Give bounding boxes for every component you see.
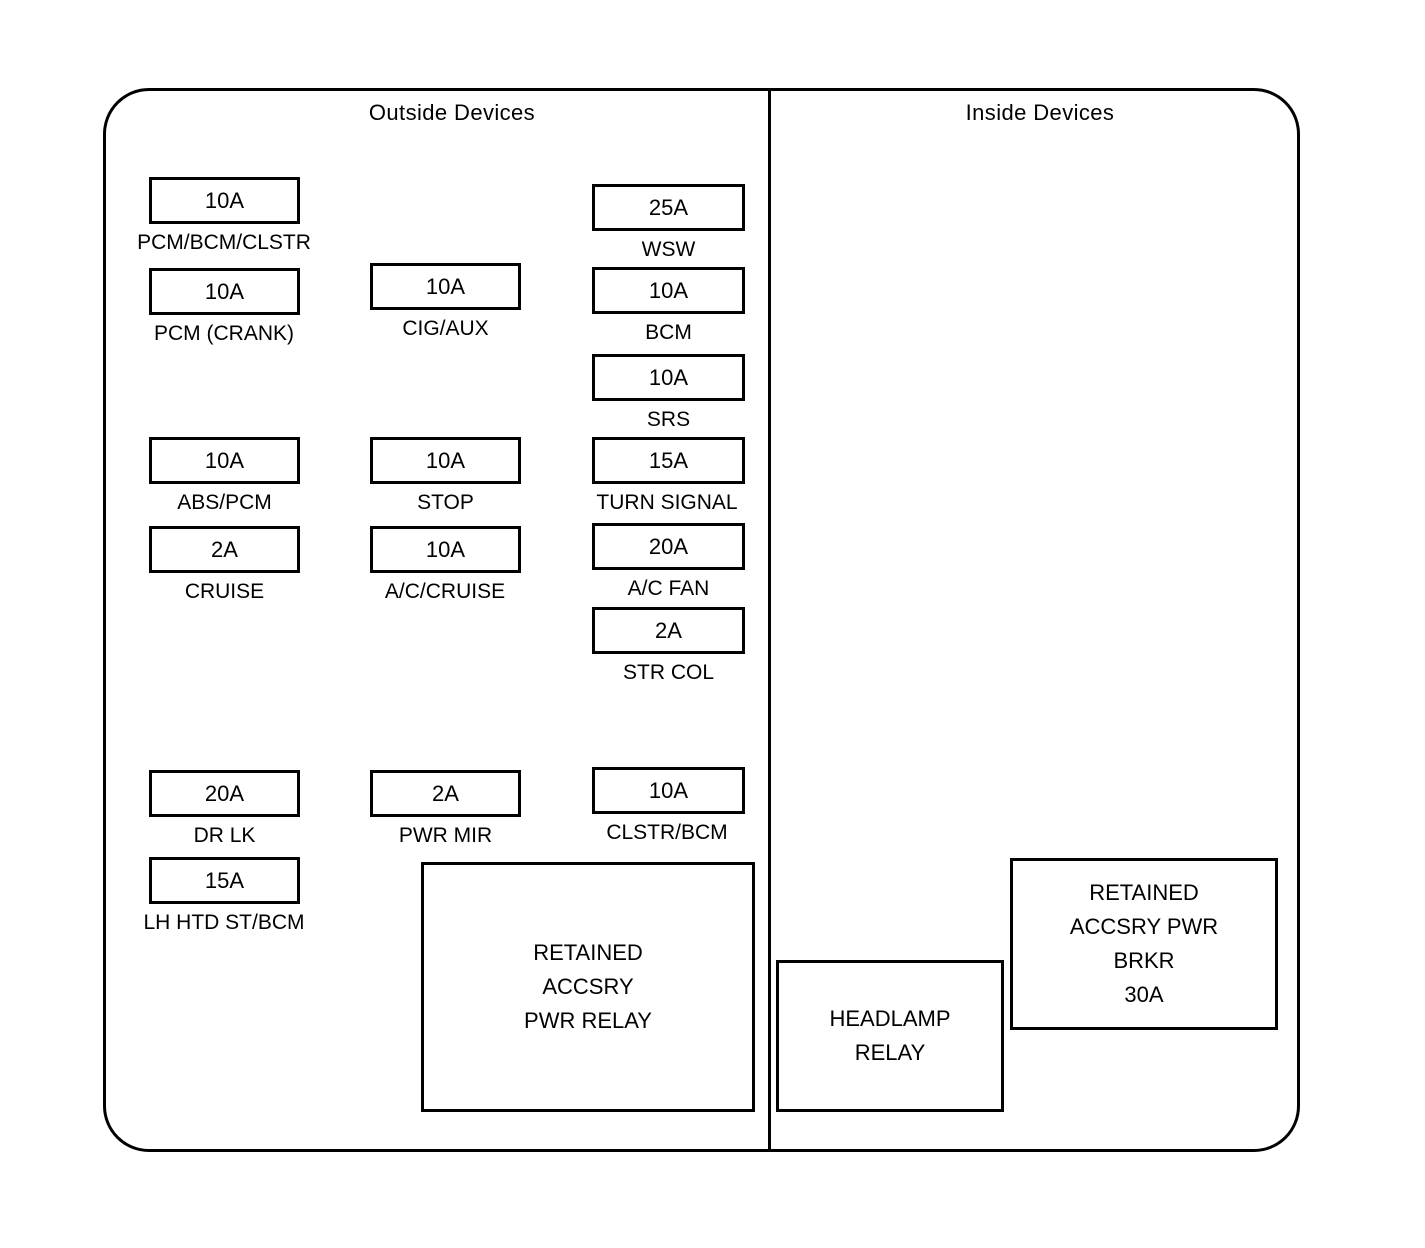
fuse-stop[interactable]: 10A STOP (370, 437, 521, 513)
fuse-label: PCM (CRANK) (154, 322, 294, 345)
fuse-rating: 15A (149, 857, 300, 904)
breaker-line-3: BRKR (1113, 948, 1175, 973)
fuse-rating: 10A (370, 437, 521, 484)
fuse-pcm-crank[interactable]: 10A PCM (CRANK) (149, 268, 339, 344)
fuse-rating: 10A (370, 263, 521, 310)
fuse-label: BCM (645, 321, 692, 344)
breaker-line-1: RETAINED (1089, 879, 1199, 905)
fuse-label: TURN SIGNAL (596, 491, 738, 514)
fuse-rating: 20A (149, 770, 300, 817)
fuse-label: CIG/AUX (402, 317, 489, 340)
fuse-rating: 10A (149, 437, 300, 484)
fuse-pcm-bcm-clstr[interactable]: 10A PCM/BCM/CLSTR (137, 177, 339, 253)
retained-accessory-power-breaker[interactable]: RETAINED ACCSRY PWR BRKR 30A (1010, 858, 1278, 1030)
headlamp-relay-line-2: RELAY (854, 1040, 926, 1065)
relay-line-1: RETAINED (533, 939, 643, 965)
headlamp-relay[interactable]: HEADLAMP RELAY (776, 960, 1004, 1112)
fuse-ac-fan[interactable]: 20A A/C FAN (592, 523, 745, 599)
fuse-label: ABS/PCM (177, 491, 272, 514)
fuse-rating: 2A (592, 607, 745, 654)
headlamp-relay-line-1: HEADLAMP (829, 1005, 951, 1031)
fuse-label: STR COL (622, 661, 714, 684)
fuse-label: A/C FAN (627, 577, 710, 600)
breaker-rating: 30A (1124, 982, 1164, 1008)
fuse-rating: 25A (592, 184, 745, 231)
fuse-label: A/C/CRUISE (384, 580, 506, 603)
fuse-label: WSW (641, 238, 696, 261)
breaker-line-2: ACCSRY PWR (1069, 913, 1219, 939)
fuse-rating: 2A (149, 526, 300, 573)
fuse-lh-htd-st-bcm[interactable]: 15A LH HTD ST/BCM (143, 857, 339, 933)
fuse-rating: 10A (149, 177, 300, 224)
fuse-label: LH HTD ST/BCM (143, 911, 305, 934)
fuse-label: CRUISE (184, 580, 265, 603)
fuse-bcm[interactable]: 10A BCM (592, 267, 745, 343)
fuse-cig-aux[interactable]: 10A CIG/AUX (370, 263, 521, 339)
fuse-label: STOP (417, 491, 474, 514)
retained-accessory-power-relay[interactable]: RETAINED ACCSRY PWR RELAY (421, 862, 755, 1112)
fuse-wsw[interactable]: 25A WSW (592, 184, 745, 260)
section-title-outside-devices: Outside Devices (368, 100, 536, 125)
fuse-label: PCM/BCM/CLSTR (137, 231, 311, 254)
fuse-label: SRS (646, 408, 691, 431)
relay-line-2: ACCSRY (542, 973, 634, 999)
fuse-str-col[interactable]: 2A STR COL (592, 607, 745, 683)
fuse-rating: 10A (592, 354, 745, 401)
fuse-ac-cruise[interactable]: 10A A/C/CRUISE (370, 526, 560, 602)
fuse-rating: 20A (592, 523, 745, 570)
fuse-pwr-mir[interactable]: 2A PWR MIR (370, 770, 521, 846)
relay-line-3: PWR RELAY (524, 1008, 652, 1034)
fuse-label: DR LK (193, 824, 256, 847)
fuse-rating: 10A (592, 767, 745, 814)
fuse-rating: 15A (592, 437, 745, 484)
section-title-inside-devices: Inside Devices (965, 100, 1115, 125)
fuse-turn-signal[interactable]: 15A TURN SIGNAL (592, 437, 782, 513)
fuse-clstr-bcm[interactable]: 10A CLSTR/BCM (592, 767, 782, 843)
fuse-dr-lk[interactable]: 20A DR LK (149, 770, 300, 846)
fuse-label: CLSTR/BCM (606, 821, 728, 844)
fuse-srs[interactable]: 10A SRS (592, 354, 745, 430)
fuse-rating: 2A (370, 770, 521, 817)
section-divider (768, 88, 771, 1152)
fuse-label: PWR MIR (398, 824, 493, 847)
fuse-abs-pcm[interactable]: 10A ABS/PCM (149, 437, 300, 513)
fuse-cruise[interactable]: 2A CRUISE (149, 526, 300, 602)
fuse-rating: 10A (149, 268, 300, 315)
fuse-rating: 10A (592, 267, 745, 314)
fuse-rating: 10A (370, 526, 521, 573)
